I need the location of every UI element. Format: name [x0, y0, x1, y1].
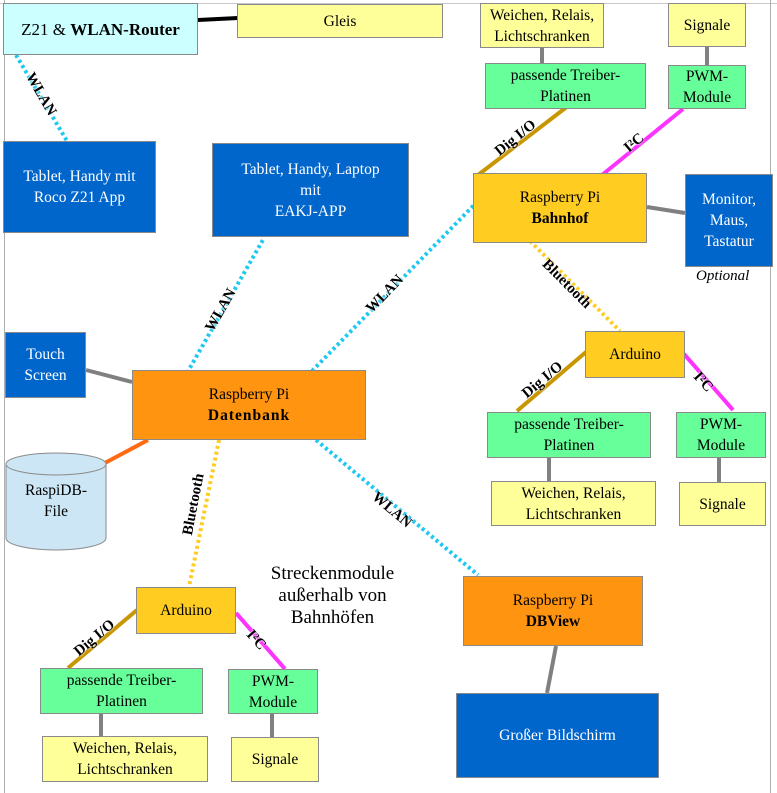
link-digio-bhf-arduino-treiber [515, 350, 588, 413]
bhf-treiber-label: passende Treiber- Platinen [510, 67, 621, 105]
node-raspidb-file: RaspiDB- File [5, 470, 107, 532]
node-rpi-dbview: Raspberry Pi DBView [463, 576, 643, 646]
node-str-treiber: passende Treiber- Platinen [40, 668, 203, 714]
frame-border-right [770, 0, 771, 793]
rpi-bahnhof-bold: Bahnhof [531, 210, 589, 227]
bhf-signale-label: Signale [683, 16, 731, 34]
bhf-ard-weichen-label: Weichen, Relais, Lichtschranken [521, 484, 626, 523]
rpi-dbview-bold: DBView [525, 613, 581, 630]
link-wire-bahnhof-monitor [646, 205, 686, 215]
bhf-pwm-label: PWM- Module [682, 68, 732, 106]
node-rpi-datenbank: Raspberry Pi Datenbank [132, 370, 366, 440]
raspidb-file-label: RaspiDB- File [25, 482, 87, 520]
node-bhf-weichen: Weichen, Relais, Lichtschranken [480, 3, 604, 48]
node-bhf-ard-treiber: passende Treiber- Platinen [487, 412, 651, 458]
node-rpi-bahnhof: Raspberry Pi Bahnhof [473, 173, 647, 243]
str-arduino-label: Arduino [160, 602, 212, 619]
node-bhf-signale: Signale [668, 3, 746, 47]
link-bt-datenbank-arduino [187, 439, 221, 588]
str-pwm-label: PWM- Module [248, 672, 298, 711]
monitor-optional-note: Optional [696, 268, 750, 284]
grosser-bildschirm-label: Großer Bildschirm [499, 727, 616, 744]
bhf-weichen-label: Weichen, Relais, Lichtschranken [489, 6, 595, 45]
bhf-arduino-label: Arduino [609, 346, 661, 363]
link-i2c-bhf-arduino-pwm [682, 352, 735, 412]
node-str-weichen: Weichen, Relais, Lichtschranken [42, 736, 208, 782]
rpi-datenbank-bold: Datenbank [207, 407, 291, 424]
node-bhf-ard-signale: Signale [679, 482, 766, 526]
link-wire-dbview-bildschirm [545, 645, 558, 694]
link-router-gleis [197, 16, 239, 22]
link-digio-str-arduino-treiber [66, 608, 139, 670]
node-tablet-eakj: Tablet, Handy, Laptop mit EAKJ-APP [212, 143, 409, 237]
link-datenbank-dbfile [102, 438, 149, 466]
link-wlan-datenbank-bahnhof [310, 202, 477, 373]
str-signale-label: Signale [251, 751, 299, 768]
link-wlan-router-tablet [14, 53, 69, 143]
node-str-pwm: PWM- Module [228, 669, 318, 714]
tablet-roco-label: Tablet, Handy mit Roco Z21 App [23, 168, 136, 206]
node-str-arduino: Arduino [136, 587, 236, 634]
rpi-bahnhof-label: Raspberry Pi [519, 189, 601, 206]
node-str-signale: Signale [231, 737, 319, 782]
node-tablet-roco: Tablet, Handy mit Roco Z21 App [3, 141, 156, 233]
node-bhf-arduino: Arduino [585, 331, 685, 378]
rpi-datenbank-label: Raspberry Pi [208, 386, 290, 403]
link-wlan-datenbank-eakj [185, 237, 266, 374]
node-router: Z21 & WLAN-Router [3, 3, 198, 55]
rpi-dbview-label: Raspberry Pi [512, 592, 594, 609]
link-wire-touch-datenbank [85, 368, 133, 384]
router-label-bold: WLAN-Router [70, 19, 180, 39]
node-bhf-treiber: passende Treiber- Platinen [485, 63, 646, 109]
link-i2c-bahnhof-pwm [600, 107, 685, 177]
gleis-label: Gleis [323, 12, 357, 30]
link-wlan-datenbank-dbview [314, 438, 480, 577]
database-cylinder-icon [5, 452, 107, 551]
link-digio-bahnhof-treiber [476, 104, 570, 177]
bhf-ard-treiber-label: passende Treiber- Platinen [514, 416, 624, 454]
node-bhf-ard-weichen: Weichen, Relais, Lichtschranken [491, 481, 656, 526]
node-bhf-ard-pwm: PWM- Module [676, 412, 766, 458]
touch-screen-label: Touch Screen [24, 346, 67, 384]
str-weichen-label: Weichen, Relais, Lichtschranken [72, 740, 178, 778]
node-bhf-pwm: PWM- Module [668, 65, 746, 109]
tablet-eakj-label: Tablet, Handy, Laptop mit EAKJ-APP [241, 160, 380, 220]
monitor-label: Monitor, Maus, Tastatur [701, 191, 757, 250]
link-i2c-str-arduino-pwm [234, 611, 287, 671]
node-touch-screen: Touch Screen [5, 332, 86, 398]
node-monitor: Monitor, Maus, Tastatur [685, 174, 773, 267]
router-label: Z21 & [21, 19, 71, 39]
node-grosser-bildschirm: Großer Bildschirm [456, 693, 659, 778]
frame-border-top [0, 3, 777, 4]
str-treiber-label: passende Treiber- Platinen [66, 672, 177, 710]
frame-border-left [4, 0, 5, 793]
bhf-ard-pwm-label: PWM- Module [696, 416, 746, 454]
streckenmodule-annotation: Streckenmodule außerhalb von Bahnhöfen [270, 563, 395, 628]
node-gleis: Gleis [237, 4, 443, 38]
bhf-ard-signale-label: Signale [699, 495, 746, 513]
